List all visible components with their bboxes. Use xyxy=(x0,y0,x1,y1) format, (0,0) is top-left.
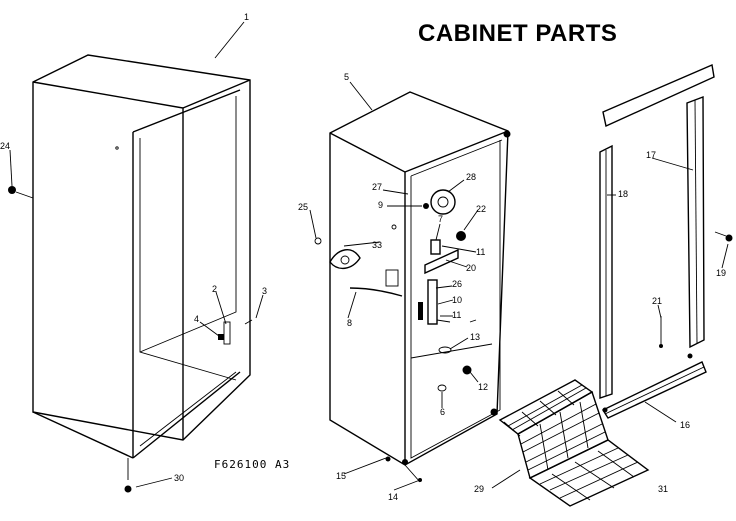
callout-9: 9 xyxy=(378,200,383,210)
callout-17: 17 xyxy=(646,150,656,160)
callout-12: 12 xyxy=(478,382,488,392)
callout-33: 33 xyxy=(372,240,382,250)
callout-16: 16 xyxy=(680,420,690,430)
callout-10: 10 xyxy=(452,295,462,305)
callout-8: 8 xyxy=(347,318,352,328)
diagram-title: CABINET PARTS xyxy=(418,20,618,47)
callout-18: 18 xyxy=(618,189,628,199)
cabinet-liner xyxy=(329,91,511,483)
callout-3: 3 xyxy=(262,286,267,296)
callout-19: 19 xyxy=(716,268,726,278)
callout-24: 24 xyxy=(0,141,10,151)
drawing-code: F626100 A3 xyxy=(214,458,291,471)
callout-26: 26 xyxy=(452,279,462,289)
callout-1: 1 xyxy=(244,12,249,22)
trim-strips xyxy=(599,64,733,419)
leader-lines xyxy=(9,21,729,491)
callout-27: 27 xyxy=(372,182,382,192)
callout-14: 14 xyxy=(388,492,398,502)
callout-20: 20 xyxy=(466,263,476,273)
wire-grille xyxy=(498,379,650,507)
callout-13: 13 xyxy=(470,332,480,342)
callout-22: 22 xyxy=(476,204,486,214)
cabinet-shell xyxy=(32,54,251,459)
callout-25: 25 xyxy=(298,202,308,212)
callout-30: 30 xyxy=(174,473,184,483)
callout-21: 21 xyxy=(652,296,662,306)
callout-28: 28 xyxy=(466,172,476,182)
callout-31: 31 xyxy=(658,484,668,494)
callout-15: 15 xyxy=(336,471,346,481)
cabinet-hardware xyxy=(8,186,253,493)
callout-11b: 11 xyxy=(452,310,461,320)
liner-components xyxy=(314,189,493,392)
callout-11a: 11 xyxy=(476,247,485,257)
callout-labels: 1 2 3 4 5 6 7 8 9 10 11 11 12 13 14 15 1… xyxy=(0,12,726,502)
callout-2: 2 xyxy=(212,284,217,294)
callout-7: 7 xyxy=(438,214,443,224)
callout-4: 4 xyxy=(194,314,199,324)
callout-5: 5 xyxy=(344,72,349,82)
callout-6: 6 xyxy=(440,407,445,417)
callout-29: 29 xyxy=(474,484,484,494)
